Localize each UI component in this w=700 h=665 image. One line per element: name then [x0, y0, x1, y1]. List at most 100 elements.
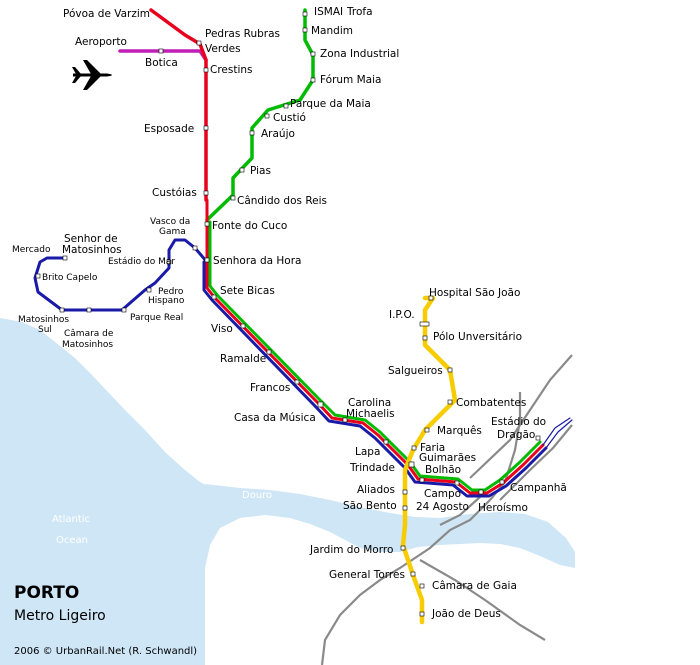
station-dot-general: [410, 571, 416, 577]
station-dot-custoias: [203, 190, 209, 196]
label-campo-1: Campo: [424, 488, 461, 500]
line-povoa-red-north: [149, 8, 208, 202]
atlantic-ocean: [0, 318, 575, 665]
station-dot-jardim: [400, 545, 406, 551]
station-dot-camaramat: [86, 307, 92, 313]
label-vasco-1: Vasco da: [150, 217, 190, 227]
ocean-label-line1: Atlantic: [52, 514, 90, 525]
label-senhor-1: Senhor de: [64, 233, 118, 245]
line-matosinhos-blue: [33, 238, 209, 312]
station-dot-casamusica: [317, 401, 324, 408]
label-estadio-mar: Estádio do Mar: [108, 257, 175, 267]
station-dot-brito: [35, 273, 41, 279]
label-pedro-1: Pedro: [158, 287, 184, 297]
label-trindade: Trindade: [349, 462, 395, 474]
label-trofa: Trofa: [346, 6, 373, 18]
label-vasco-2: Gama: [159, 227, 186, 237]
station-labels: Póvoa de Varzim Pedras Rubras Verdes Aer…: [12, 6, 567, 620]
label-estadio-dragao-1: Estádio do: [491, 416, 546, 428]
label-custio: Custió: [273, 112, 306, 124]
label-estadio-dragao-2: Dragão: [497, 429, 535, 441]
station-dot-pedras: [196, 40, 202, 46]
station-markers: [35, 11, 541, 617]
label-campanha: Campanhã: [510, 482, 567, 494]
station-dot-hospital: [428, 295, 434, 301]
label-sete-bicas: Sete Bicas: [220, 285, 275, 297]
station-dot-trindade: [408, 461, 415, 468]
station-dot-lapa: [383, 439, 389, 445]
station-dot-viso: [240, 323, 246, 329]
label-pias: Pias: [250, 165, 271, 177]
label-aliados: Aliados: [357, 484, 395, 496]
label-brito: Brito Capelo: [42, 273, 98, 283]
station-dot-faria: [411, 445, 417, 451]
label-campo-2: 24 Agosto: [416, 501, 469, 513]
station-dot-joaodeus: [419, 611, 425, 617]
station-dot-parquereal: [121, 307, 127, 313]
station-dot-carolina: [342, 417, 348, 423]
label-faria-1: Faria: [420, 442, 445, 454]
label-sao-bento: São Bento: [343, 500, 397, 512]
station-dot-vasco: [192, 245, 198, 251]
station-dot-bolhao: [419, 477, 425, 483]
map-subtitle: Metro Ligeiro: [14, 608, 106, 624]
label-fonte-cuco: Fonte do Cuco: [212, 220, 287, 232]
label-ismai: ISMAI: [314, 6, 343, 18]
station-dot-candido: [230, 195, 236, 201]
station-dot-francos: [294, 379, 300, 385]
label-hospital: Hospital São João: [429, 287, 520, 299]
station-dot-campo: [454, 480, 460, 486]
station-dot-parquemaia: [283, 103, 289, 109]
label-faria-2: Guimarães: [419, 452, 476, 464]
label-verdes: Verdes: [205, 43, 241, 55]
station-dot-matsul: [59, 307, 65, 313]
station-dot-pias: [239, 167, 245, 173]
airplane-icon: [72, 60, 112, 90]
line-ismai-green-north: [205, 8, 315, 222]
label-bolhao: Bolhão: [425, 464, 461, 476]
water-areas: Douro Atlantic Ocean: [0, 318, 575, 665]
station-dot-polo: [422, 335, 428, 341]
station-dot-ramalde: [266, 349, 272, 355]
station-dot-setebicas: [211, 294, 217, 300]
rail-east-1: [499, 424, 573, 501]
line-east-end-2: [542, 417, 571, 446]
label-senhor-2: Matosinhos: [62, 244, 122, 256]
label-francos: Francos: [250, 382, 290, 394]
ocean-label-line2: Ocean: [56, 535, 88, 546]
rail-campanha-south: [320, 499, 491, 665]
rail-northeast: [469, 354, 573, 479]
label-carolina-2: Michaelis: [346, 408, 395, 420]
label-custoias: Custóias: [152, 187, 197, 199]
station-dot-ipo: [419, 321, 430, 327]
station-dot-saobento: [402, 505, 408, 511]
station-dot-salgueiros: [447, 367, 453, 373]
label-povoa: Póvoa de Varzim: [63, 8, 150, 20]
label-heroismo: Heroísmo: [478, 502, 528, 514]
label-mercado: Mercado: [12, 245, 51, 255]
station-dot-botica: [158, 48, 164, 54]
label-parque-maia: Parque da Maia: [290, 98, 371, 110]
station-dot-estadiomar: [166, 259, 172, 265]
rail-southeast: [419, 559, 546, 641]
rail-river-bank: [439, 496, 481, 526]
station-dot-pedrohispano: [146, 287, 152, 293]
station-dot-zona: [310, 51, 316, 57]
douro-river-upper: [205, 484, 575, 562]
station-dot-campanha: [499, 479, 505, 485]
douro-label: Douro: [242, 490, 272, 501]
station-dot-camaragaia: [419, 583, 425, 589]
label-camara-mat-2: Matosinhos: [62, 340, 113, 350]
line-d-yellow: [400, 295, 458, 625]
label-marques: Marquês: [437, 425, 482, 437]
station-dot-forum: [310, 77, 316, 83]
label-candido: Cândido dos Reis: [237, 195, 327, 207]
label-botica: Botica: [145, 57, 178, 69]
label-forum-maia: Fórum Maia: [320, 74, 381, 86]
station-dot-estadio: [535, 435, 541, 441]
station-dot-mandim: [302, 27, 308, 33]
label-zona-industrial: Zona Industrial: [320, 48, 399, 60]
label-combatentes: Combatentes: [456, 397, 526, 409]
